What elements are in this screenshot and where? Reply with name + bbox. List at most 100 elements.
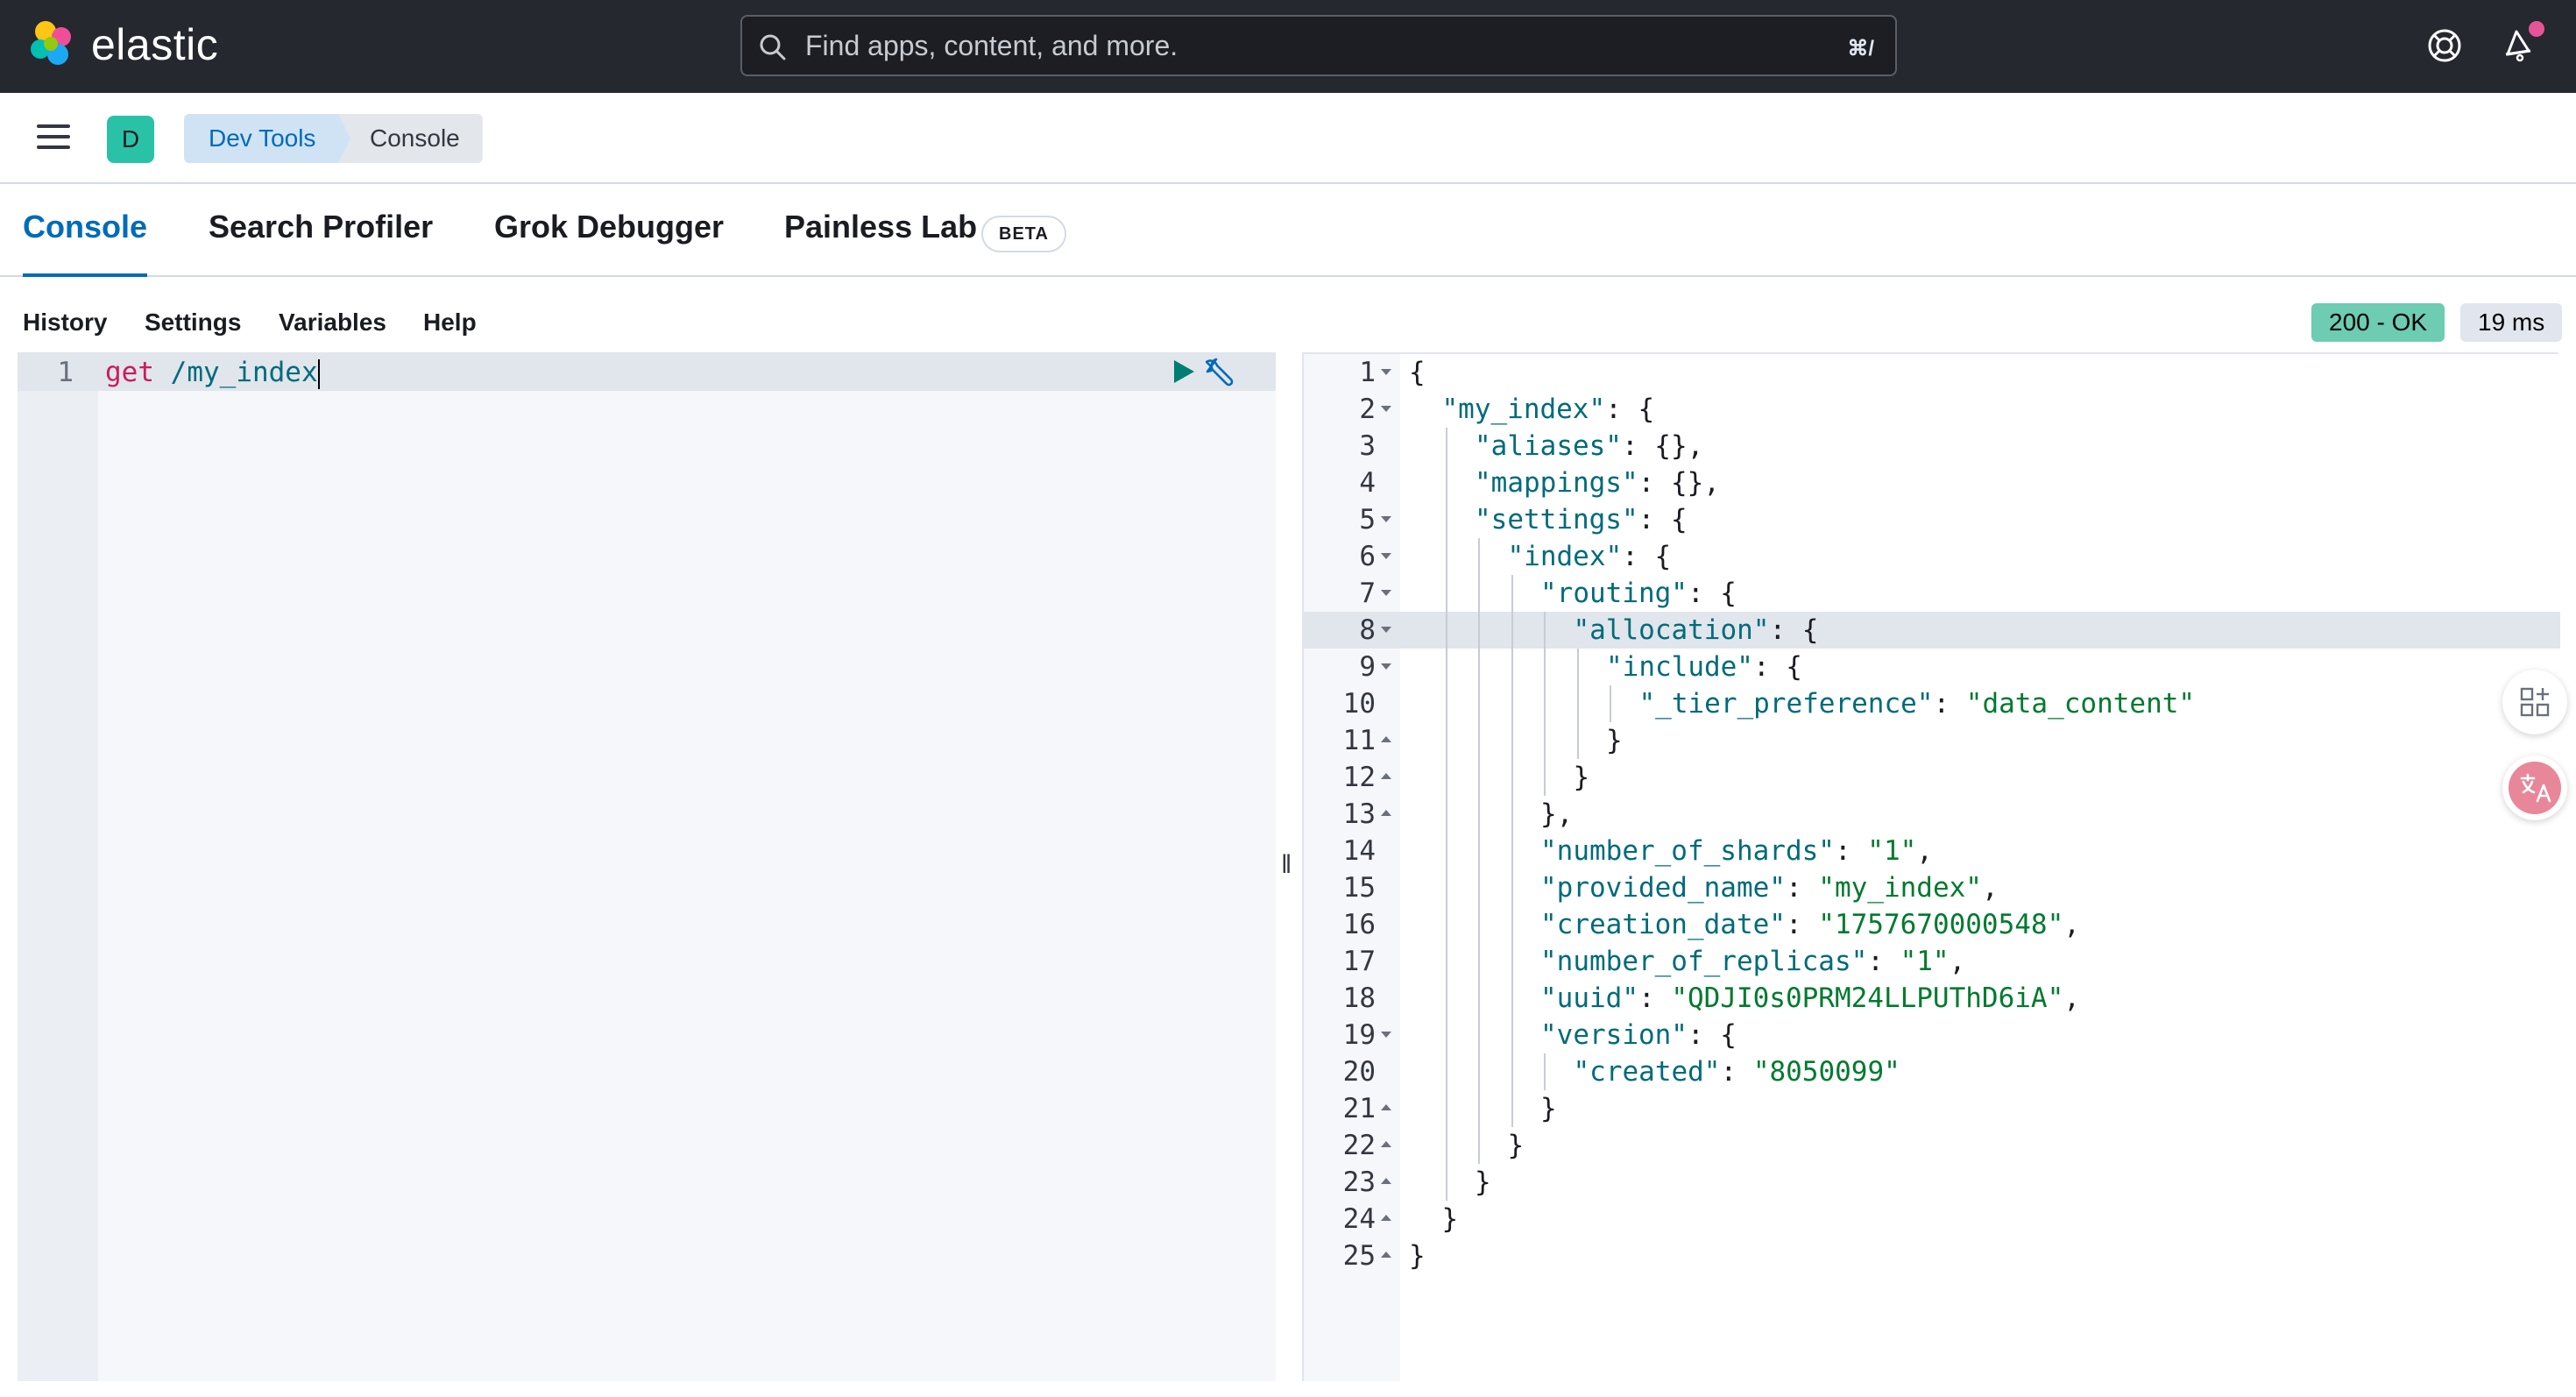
line-number: 9 bbox=[1359, 651, 1376, 683]
json-punctuation: } bbox=[1540, 1093, 1557, 1124]
fold-close-icon[interactable] bbox=[1381, 773, 1391, 779]
json-punctuation: } bbox=[1606, 725, 1623, 756]
line-number: 16 bbox=[1342, 909, 1376, 940]
fold-open-icon[interactable] bbox=[1381, 406, 1391, 412]
global-search[interactable]: Find apps, content, and more. ⌘/ bbox=[740, 15, 1897, 76]
indent-guide bbox=[1544, 649, 1546, 685]
fold-open-icon[interactable] bbox=[1381, 1032, 1391, 1038]
json-punctuation: : {}, bbox=[1621, 430, 1704, 462]
request-line[interactable]: get /my_index bbox=[105, 354, 320, 391]
help-button[interactable]: Help bbox=[423, 308, 477, 336]
json-punctuation: : bbox=[1867, 946, 1900, 977]
tab-search-profiler[interactable]: Search Profiler bbox=[209, 209, 434, 245]
indent-guide bbox=[1445, 538, 1447, 575]
elastic-logo-icon[interactable] bbox=[28, 19, 77, 68]
json-punctuation: : bbox=[1785, 909, 1819, 940]
indent-guide bbox=[1445, 980, 1447, 1017]
fold-open-icon[interactable] bbox=[1381, 369, 1391, 375]
json-key: "number_of_shards" bbox=[1540, 835, 1835, 867]
fold-open-icon[interactable] bbox=[1381, 553, 1391, 559]
json-string: "my_index" bbox=[1818, 872, 1982, 904]
variables-button[interactable]: Variables bbox=[279, 308, 386, 336]
settings-button[interactable]: Settings bbox=[145, 308, 242, 336]
line-number: 21 bbox=[1342, 1093, 1376, 1124]
indent-guide bbox=[1478, 649, 1480, 685]
line-number: 20 bbox=[1342, 1056, 1376, 1088]
wrench-icon[interactable] bbox=[1206, 354, 1241, 389]
indent-guide bbox=[1445, 1127, 1447, 1164]
grid-icon bbox=[2520, 687, 2550, 717]
fold-open-icon[interactable] bbox=[1381, 590, 1391, 596]
fold-close-icon[interactable] bbox=[1381, 1141, 1391, 1147]
indent-guide bbox=[1511, 869, 1513, 906]
request-active-line bbox=[18, 354, 1276, 391]
indent-guide bbox=[1511, 759, 1513, 796]
run-icon[interactable] bbox=[1171, 358, 1197, 386]
json-punctuation: : {}, bbox=[1638, 467, 1720, 499]
fold-open-icon[interactable] bbox=[1381, 627, 1391, 633]
help-icon[interactable] bbox=[2425, 26, 2464, 65]
fold-open-icon[interactable] bbox=[1381, 516, 1391, 522]
translate-button[interactable] bbox=[2502, 755, 2567, 820]
json-punctuation: : bbox=[1638, 982, 1672, 1014]
tab-console[interactable]: Console bbox=[23, 209, 148, 277]
line-number: 19 bbox=[1342, 1019, 1376, 1051]
fold-close-icon[interactable] bbox=[1381, 1252, 1391, 1258]
indent-guide bbox=[1478, 538, 1480, 575]
fold-close-icon[interactable] bbox=[1381, 1215, 1391, 1221]
brand-name[interactable]: elastic bbox=[91, 20, 219, 69]
search-input[interactable]: Find apps, content, and more. bbox=[805, 30, 1178, 61]
json-key: "include" bbox=[1606, 651, 1753, 683]
line-number: 11 bbox=[1342, 725, 1376, 756]
indent-guide bbox=[1544, 612, 1546, 649]
response-line: 24} bbox=[1304, 1201, 2560, 1237]
json-code: "routing": { bbox=[1540, 575, 1737, 612]
indent-guide bbox=[1511, 1017, 1513, 1053]
line-number: 14 bbox=[1342, 835, 1376, 867]
response-line: 20"created": "8050099" bbox=[1304, 1053, 2560, 1090]
fold-close-icon[interactable] bbox=[1381, 1104, 1391, 1110]
json-punctuation: : bbox=[1785, 872, 1819, 904]
space-avatar[interactable]: D bbox=[107, 116, 154, 163]
json-key: "aliases" bbox=[1475, 430, 1622, 462]
fold-open-icon[interactable] bbox=[1381, 663, 1391, 670]
indent-guide bbox=[1445, 906, 1447, 943]
menu-icon[interactable] bbox=[37, 124, 70, 151]
breadcrumb-dev-tools[interactable]: Dev Tools bbox=[184, 114, 354, 163]
line-number: 7 bbox=[1359, 578, 1376, 609]
history-button[interactable]: History bbox=[23, 308, 108, 336]
request-method: get bbox=[105, 357, 154, 388]
json-code: "include": { bbox=[1606, 649, 1802, 685]
fold-close-icon[interactable] bbox=[1381, 736, 1391, 742]
json-punctuation: , bbox=[1981, 872, 1999, 904]
json-code: } bbox=[1508, 1127, 1525, 1164]
pane-resizer[interactable] bbox=[1276, 352, 1302, 1381]
line-number: 23 bbox=[1342, 1167, 1376, 1198]
json-code: } bbox=[1540, 1090, 1557, 1127]
text-caret bbox=[317, 358, 320, 389]
json-code: "_tier_preference": "data_content" bbox=[1639, 685, 2196, 722]
indent-guide bbox=[1511, 906, 1513, 943]
request-editor[interactable]: 1 get /my_index bbox=[18, 352, 1276, 1381]
grid-button[interactable] bbox=[2502, 670, 2567, 734]
line-number: 10 bbox=[1342, 688, 1376, 720]
json-punctuation: : bbox=[1720, 1056, 1753, 1088]
indent-guide bbox=[1511, 796, 1513, 833]
fold-close-icon[interactable] bbox=[1381, 810, 1391, 816]
response-line: 1{ bbox=[1304, 354, 2560, 391]
indent-guide bbox=[1445, 869, 1447, 906]
indent-guide bbox=[1610, 685, 1611, 722]
response-editor[interactable]: 1{2"my_index": {3"aliases": {},4"mapping… bbox=[1302, 352, 2560, 1381]
json-code: "index": { bbox=[1508, 538, 1672, 575]
json-punctuation: , bbox=[1916, 835, 1933, 867]
indent-guide bbox=[1445, 575, 1447, 612]
request-path: /my_index bbox=[154, 357, 318, 388]
fold-close-icon[interactable] bbox=[1381, 1178, 1391, 1184]
json-punctuation: : { bbox=[1687, 578, 1737, 609]
response-line: 21} bbox=[1304, 1090, 2560, 1127]
indent-guide bbox=[1544, 759, 1546, 796]
resize-handle-icon[interactable]: ‖ bbox=[1281, 850, 1292, 879]
newsfeed-icon[interactable] bbox=[2499, 25, 2539, 65]
tab-painless-lab[interactable]: Painless Lab bbox=[784, 209, 978, 245]
tab-grok-debugger[interactable]: Grok Debugger bbox=[494, 209, 725, 245]
